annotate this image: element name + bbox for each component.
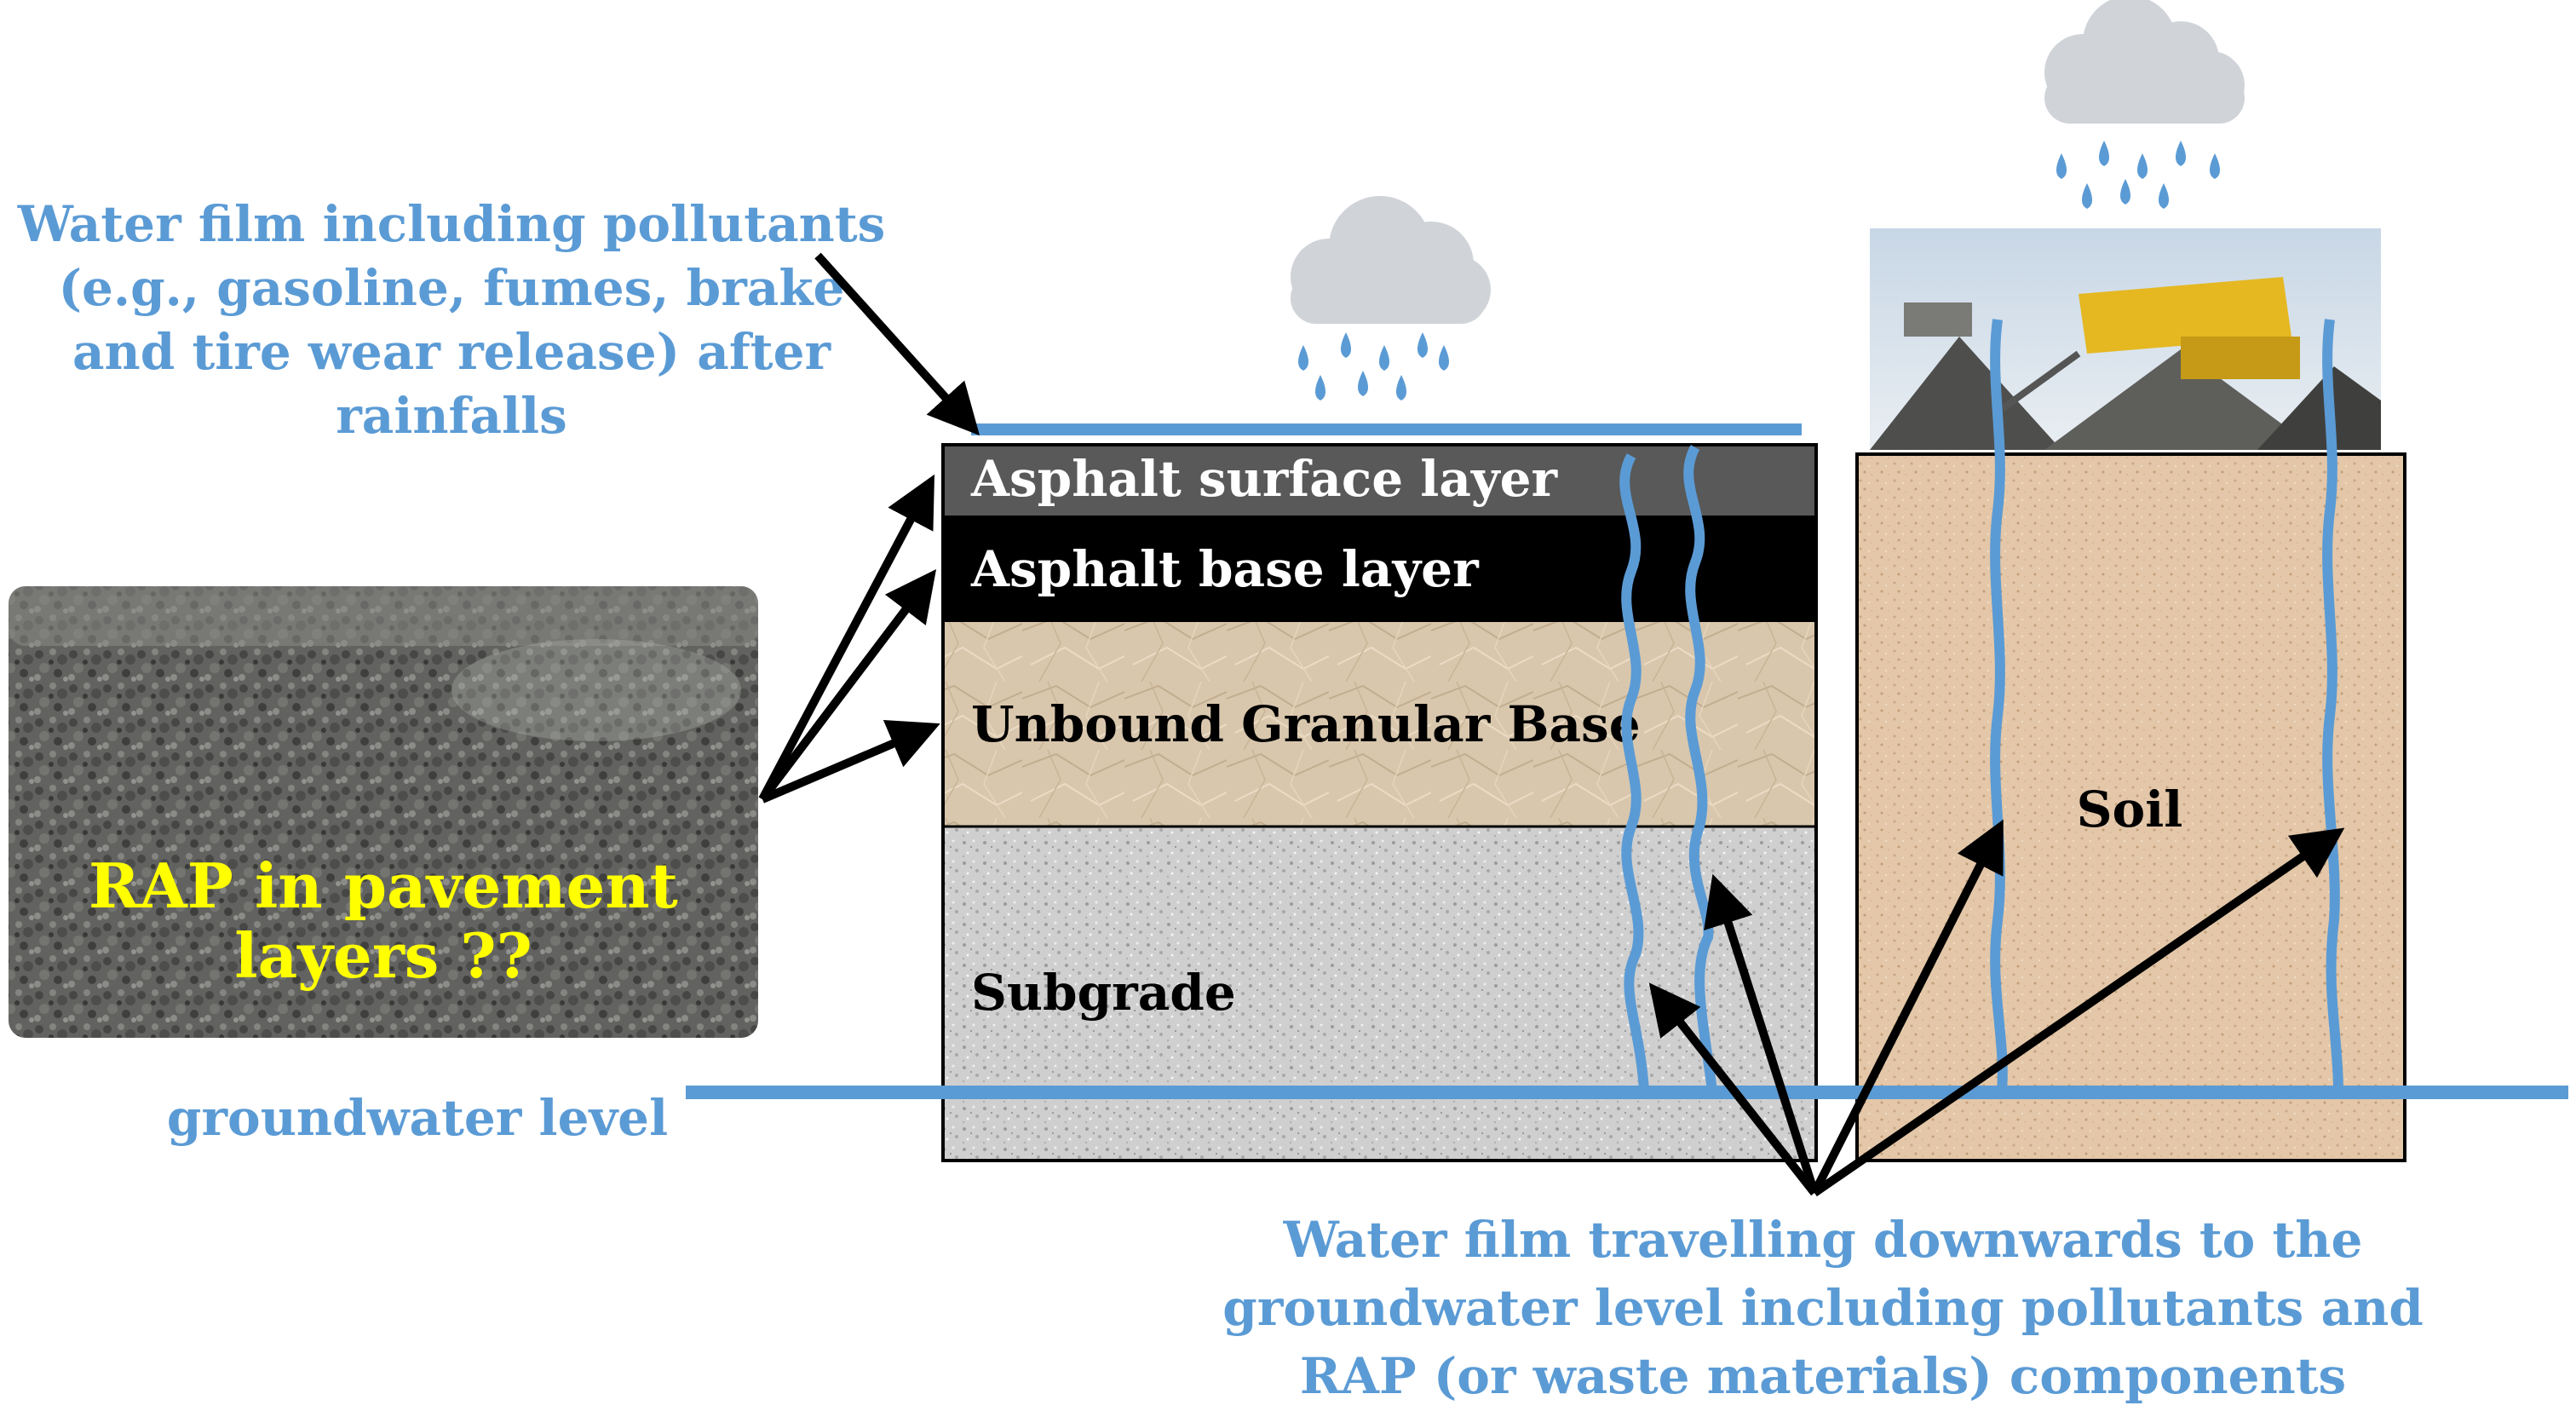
unbound-granular-base-layer <box>943 622 1816 827</box>
arrow-to-surface-film <box>814 252 980 436</box>
rap-photo <box>9 586 758 1038</box>
arrow-to-pavement-path-1 <box>1648 982 1818 1196</box>
pavement-water-path-2 <box>1683 445 1717 1092</box>
soil-water-path-1 <box>1990 319 2008 1092</box>
water-film-label-line-4: rainfalls <box>336 387 567 445</box>
arrow-to-pavement-path-2 <box>1704 873 1819 1195</box>
asphalt-base-layer <box>943 516 1816 622</box>
water-film-travel-line-1: Water film travelling downwards to the <box>1283 1211 2363 1269</box>
cloud-icon <box>1291 196 1491 324</box>
surface-water-film <box>971 423 1802 435</box>
asphalt-surface-label: Asphalt surface layer <box>970 450 1559 508</box>
soil-column <box>1855 452 2406 1162</box>
arrow-rap-to-surface <box>758 474 935 802</box>
rap-caption-line-1: RAP in pavement <box>89 850 678 922</box>
raindrops-icon <box>1298 332 1449 400</box>
cloud-icon-soil <box>2044 0 2245 124</box>
water-film-label-line-3: and tire wear release) after <box>72 323 832 381</box>
arrow-to-soil-path-2 <box>1812 827 2345 1197</box>
arrow-to-soil-path-1 <box>1810 819 2004 1195</box>
asphalt-surface-layer <box>943 445 1816 516</box>
arrow-rap-to-base <box>759 569 937 803</box>
arrows <box>758 252 2345 1197</box>
arrow-rap-to-ugb <box>761 720 940 804</box>
water-film-travel-line-3: RAP (or waste materials) components <box>1300 1347 2346 1405</box>
rap-caption-line-2: layers ?? <box>234 919 532 992</box>
water-film-label-line-1: Water film including pollutants <box>17 195 886 253</box>
groundwater-level-line <box>686 1086 2568 1099</box>
subgrade-label: Subgrade <box>971 964 1236 1022</box>
asphalt-base-label: Asphalt base layer <box>970 540 1480 598</box>
groundwater-level-label: groundwater level <box>167 1089 668 1147</box>
unbound-granular-base-label: Unbound Granular Base <box>971 695 1641 753</box>
water-film-travel-line-2: groundwater level including pollutants a… <box>1222 1279 2424 1337</box>
soil-label: Soil <box>2077 781 2183 838</box>
water-film-label-line-2: (e.g., gasoline, fumes, brake <box>59 259 845 317</box>
raindrops-icon-soil <box>2056 141 2220 209</box>
soil-water-path-2 <box>2322 319 2343 1092</box>
pavement-water-path-1 <box>1619 453 1649 1092</box>
recycling-site-photo <box>1870 228 2381 450</box>
